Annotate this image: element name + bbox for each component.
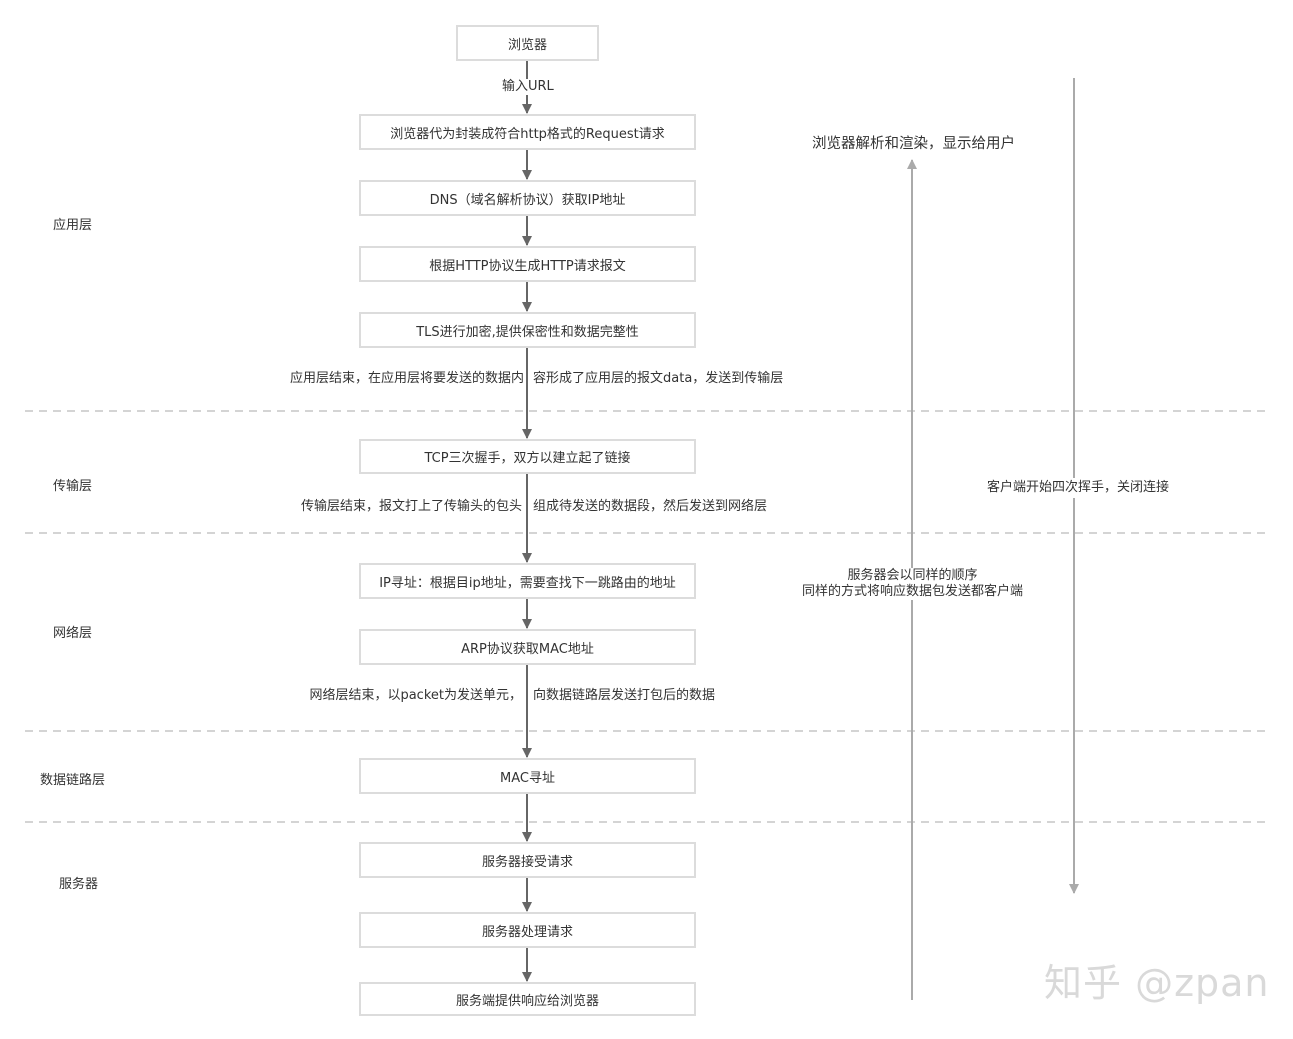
box-http-message: 根据HTTP协议生成HTTP请求报文 (359, 246, 696, 282)
label-app-end-right: 容形成了应用层的报文data，发送到传输层 (533, 371, 784, 387)
box-arp: ARP协议获取MAC地址 (359, 629, 696, 665)
label-network-end-right: 向数据链路层发送打包后的数据 (533, 688, 716, 704)
layer-label-server: 服务器 (59, 877, 99, 892)
label-input-url: 输入URL (501, 79, 555, 95)
note-response: 服务器会以同样的顺序 同样的方式将响应数据包发送都客户端 (800, 568, 1025, 600)
box-ip: IP寻址：根据目ip地址，需要查找下一跳路由的地址 (359, 563, 696, 599)
box-mac: MAC寻址 (359, 758, 696, 794)
label-app-end-left: 应用层结束，在应用层将要发送的数据内 (289, 371, 524, 387)
note-render: 浏览器解析和渲染，显示给用户 (810, 136, 1017, 152)
note-response-line2: 同样的方式将响应数据包发送都客户端 (801, 584, 1023, 599)
watermark: 知乎 @zpan (1044, 961, 1270, 1005)
box-tcp: TCP三次握手，双方以建立起了链接 (359, 439, 696, 474)
label-network-end-left: 网络层结束，以packet为发送单元， (309, 688, 522, 704)
box-server-respond: 服务端提供响应给浏览器 (359, 982, 696, 1016)
box-tls: TLS进行加密,提供保密性和数据完整性 (359, 312, 696, 348)
layer-label-network: 网络层 (53, 626, 93, 641)
box-server-accept: 服务器接受请求 (359, 842, 696, 878)
box-browser: 浏览器 (456, 25, 599, 61)
layer-label-transport: 传输层 (53, 479, 93, 494)
note-close-connection: 客户端开始四次挥手，关闭连接 (985, 478, 1172, 498)
label-transport-end-left: 传输层结束，报文打上了传输头的包头 (300, 499, 522, 515)
layer-label-datalink: 数据链路层 (40, 773, 106, 788)
note-response-line1: 服务器会以同样的顺序 (847, 568, 978, 583)
label-transport-end-right: 组成待发送的数据段，然后发送到网络层 (533, 499, 768, 515)
box-browser-request: 浏览器代为封装成符合http格式的Request请求 (359, 114, 696, 150)
box-server-process: 服务器处理请求 (359, 912, 696, 948)
box-dns: DNS（域名解析协议）获取IP地址 (359, 180, 696, 216)
layer-label-application: 应用层 (53, 218, 93, 233)
